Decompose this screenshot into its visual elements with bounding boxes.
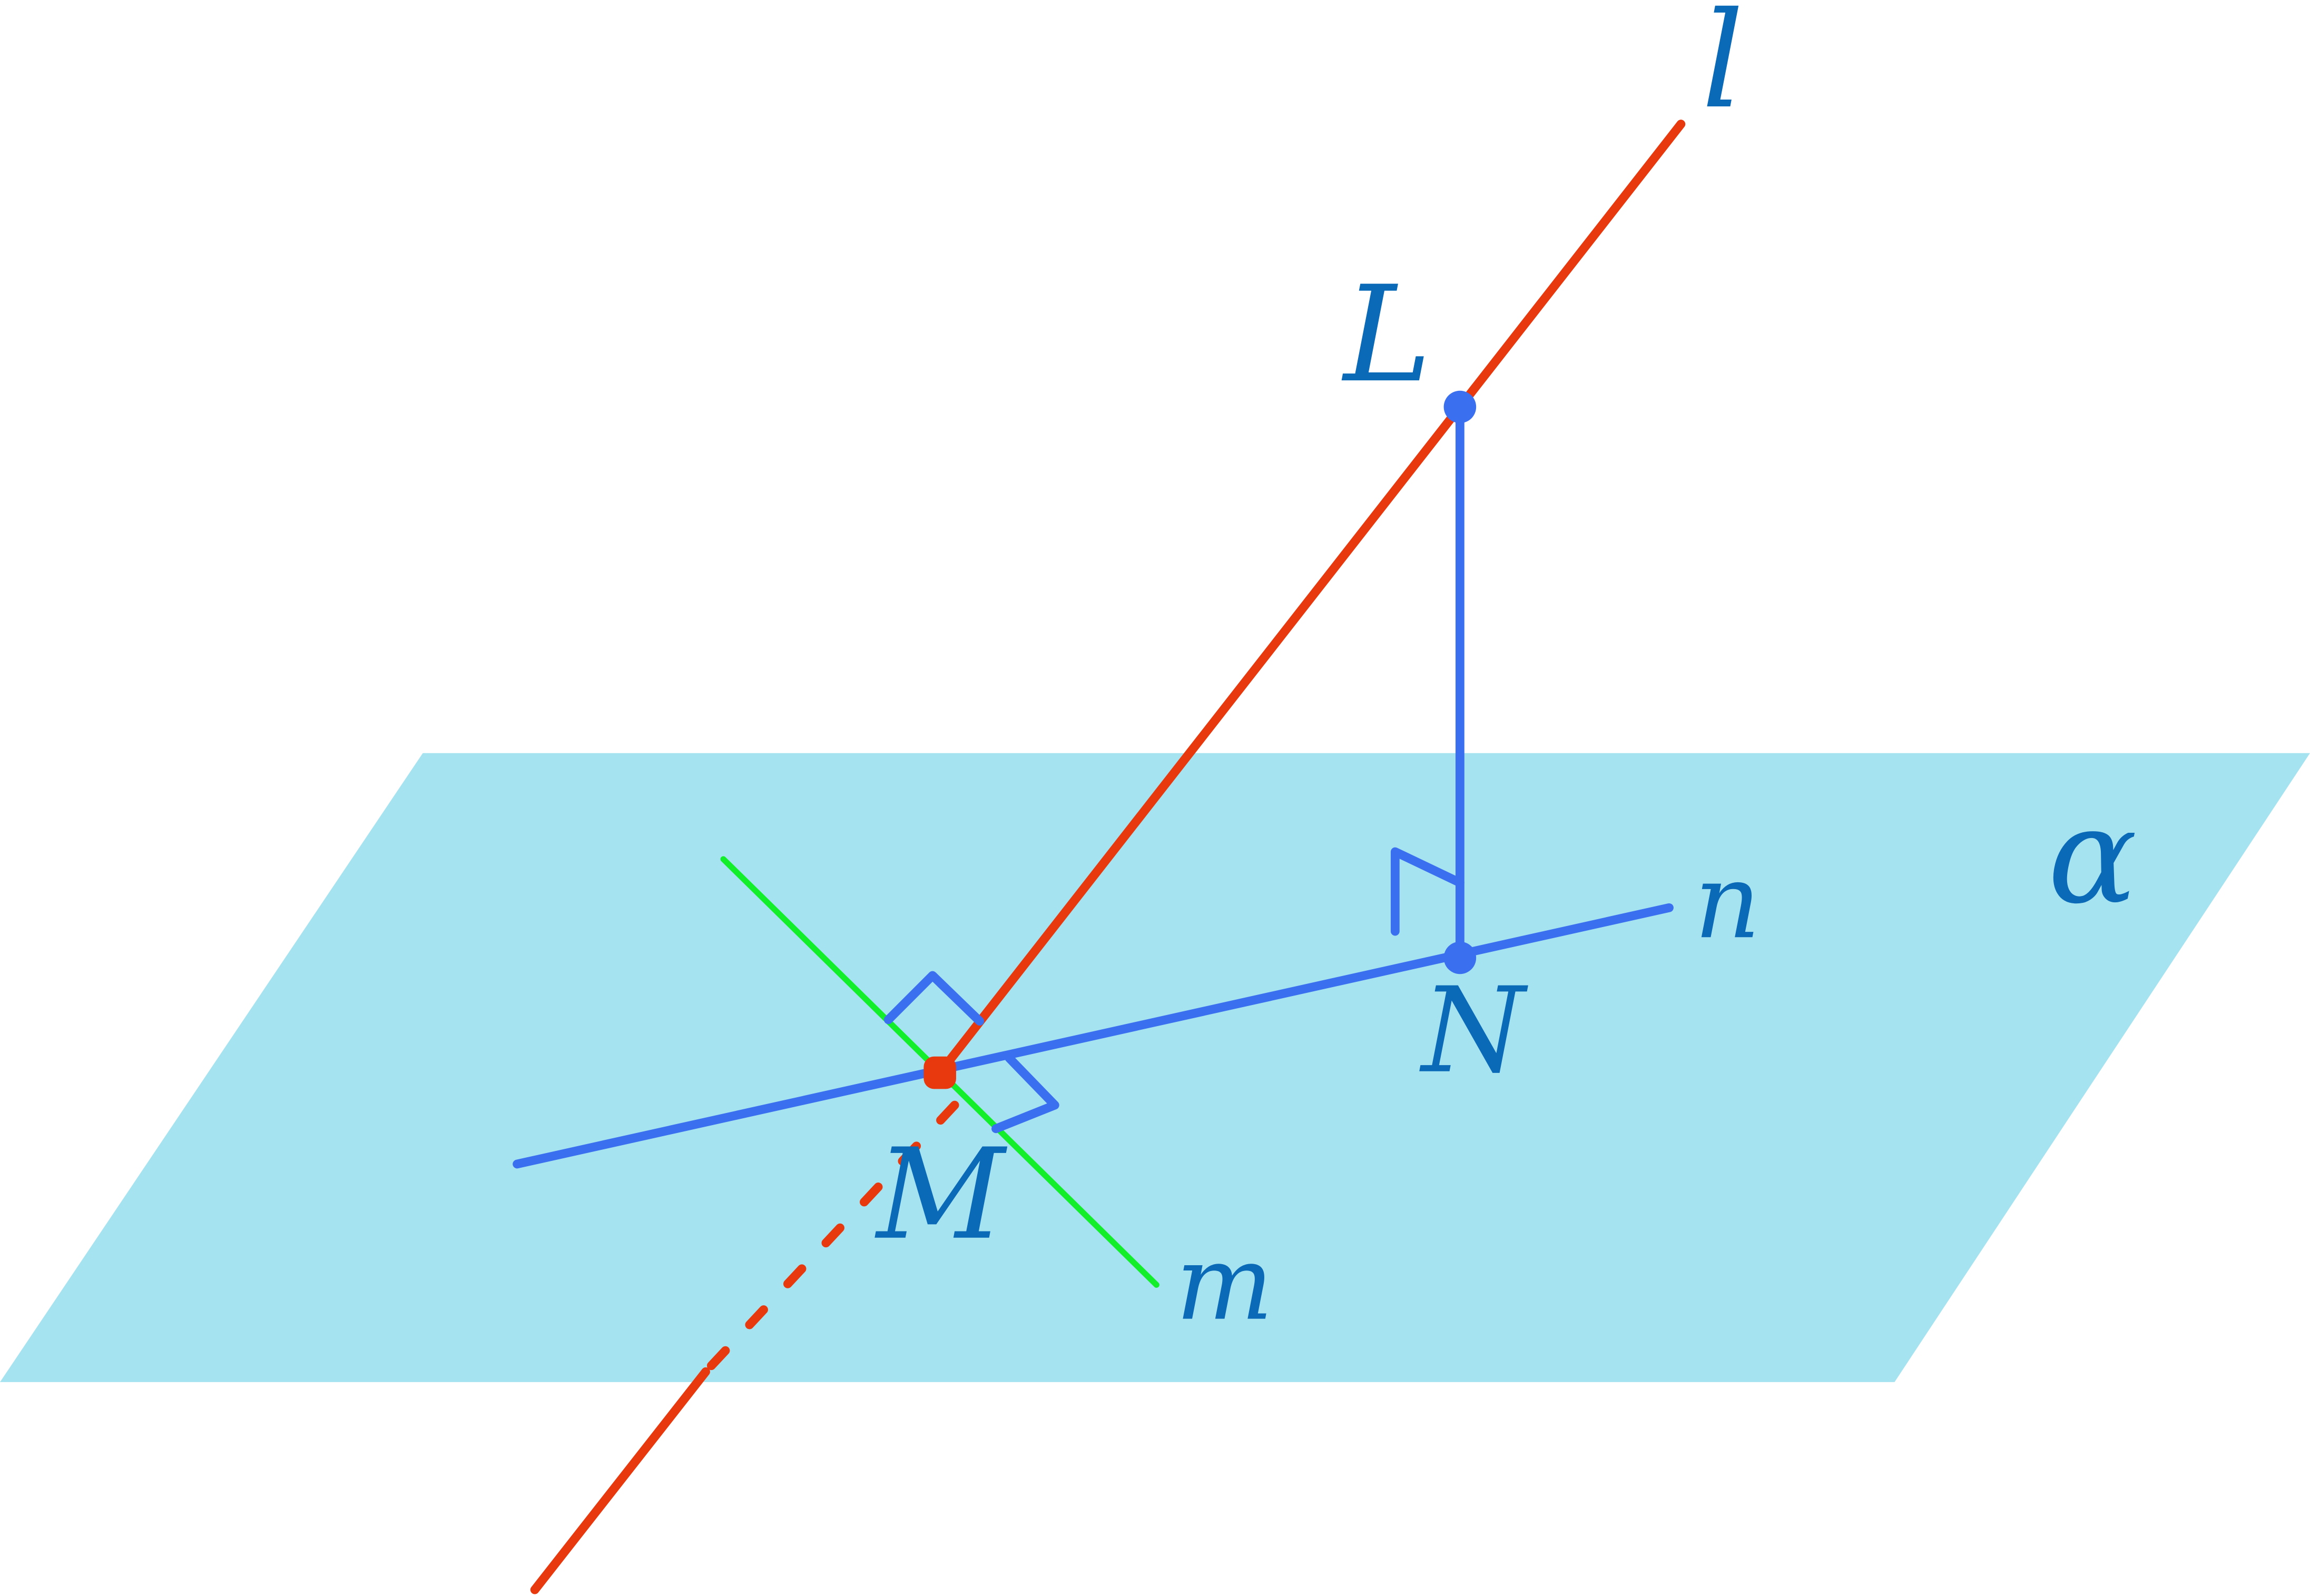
point-M bbox=[923, 1056, 956, 1089]
label-m: m bbox=[1176, 1224, 1274, 1344]
right-angle-mark-N bbox=[1390, 847, 1464, 936]
line-l-lower bbox=[530, 1367, 710, 1594]
label-L: L bbox=[1341, 258, 1431, 412]
point-N bbox=[1443, 941, 1477, 974]
line-l-upper bbox=[935, 120, 1686, 1077]
label-alpha: α bbox=[2048, 779, 2137, 933]
plane-alpha bbox=[0, 753, 2310, 1382]
line-l-hidden-dashed bbox=[701, 1100, 959, 1376]
line-n bbox=[513, 903, 1674, 1169]
label-M: M bbox=[874, 1122, 1008, 1268]
right-angle-mark-M-l bbox=[883, 971, 985, 1026]
label-n: n bbox=[1694, 842, 1761, 962]
right-angle-mark-M-m bbox=[991, 1053, 1059, 1134]
label-l: l bbox=[1702, 0, 1744, 138]
label-N: N bbox=[1419, 962, 1529, 1099]
point-L bbox=[1443, 390, 1477, 423]
